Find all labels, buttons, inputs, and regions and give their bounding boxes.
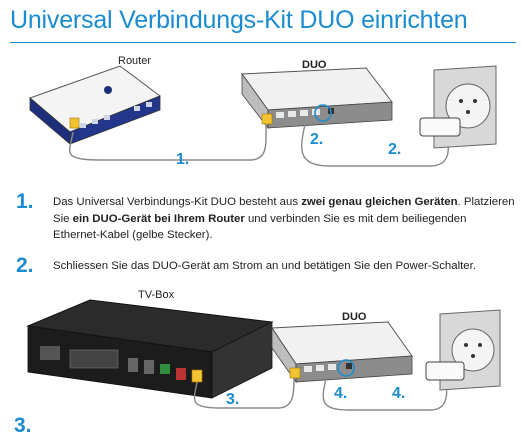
duo-device-illustration bbox=[241, 67, 393, 130]
router-label: Router bbox=[118, 55, 151, 67]
page-title: Universal Verbindungs-Kit DUO einrichten bbox=[10, 6, 468, 34]
callout-1: 1. bbox=[176, 151, 189, 168]
callout-3: 3. bbox=[226, 391, 239, 408]
callout-2-socket: 2. bbox=[388, 141, 401, 158]
wall-socket-illustration bbox=[419, 65, 497, 149]
duo-label-top: DUO bbox=[302, 59, 327, 71]
callout-2-switch: 2. bbox=[310, 131, 323, 148]
router-setup-illustration: Router DUO 1. 2. 2 bbox=[29, 55, 497, 168]
callout-4-socket: 4. bbox=[392, 385, 405, 402]
figure-router-setup: Router DUO 1. 2. 2 bbox=[0, 48, 522, 176]
duo-label-bottom: DUO bbox=[342, 311, 367, 323]
router-illustration bbox=[29, 65, 162, 145]
duo-device-illustration-2 bbox=[271, 321, 413, 384]
instruction-step-2: 2. Schliessen Sie das DUO-Gerät am Strom… bbox=[10, 254, 515, 278]
step-3-number-partial: 3. bbox=[14, 414, 32, 437]
step-number: 1. bbox=[16, 190, 34, 213]
callout-4-switch: 4. bbox=[334, 385, 347, 402]
step-text: Das Universal Verbindungs-Kit DUO besteh… bbox=[53, 196, 515, 241]
step-text: Schliessen Sie das DUO-Gerät am Strom an… bbox=[53, 260, 476, 272]
tvbox-setup-illustration: TV-Box DUO 3. 4. 4. bbox=[26, 289, 501, 411]
figure-tvbox-setup: TV-Box DUO 3. 4. 4. bbox=[0, 286, 522, 414]
ethernet-cable bbox=[69, 125, 267, 161]
title-divider bbox=[10, 42, 516, 43]
step-number: 2. bbox=[16, 254, 34, 277]
tvbox-illustration bbox=[26, 299, 274, 399]
wall-socket-illustration-2 bbox=[425, 309, 501, 391]
tvbox-label: TV-Box bbox=[138, 289, 175, 301]
instruction-step-1: 1. Das Universal Verbindungs-Kit DUO bes… bbox=[10, 190, 515, 244]
ethernet-cable-2 bbox=[193, 379, 295, 409]
